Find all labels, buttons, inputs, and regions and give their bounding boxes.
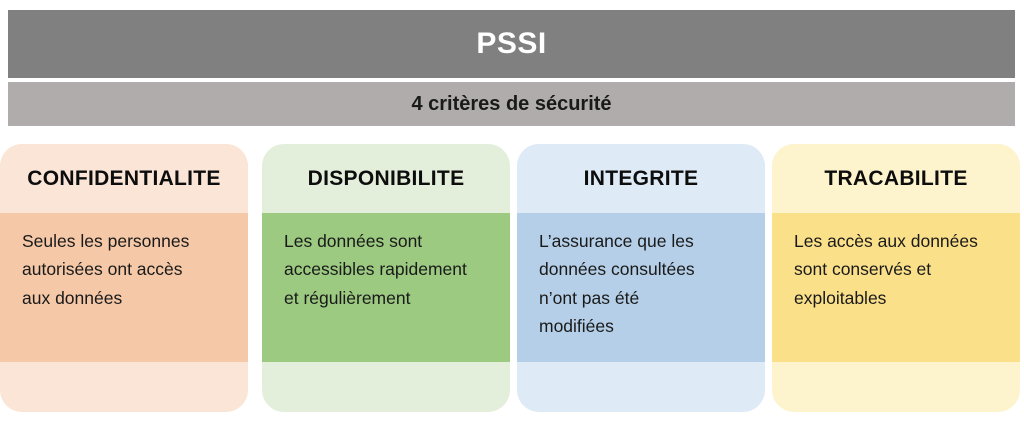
page-title: PSSI (476, 27, 547, 60)
criteria-card-row: CONFIDENTIALITE Seules les personnes aut… (0, 144, 1024, 412)
criteria-body-band: Seules les personnes autorisées ont accè… (0, 213, 248, 362)
page-subtitle: 4 critères de sécurité (411, 93, 612, 115)
criteria-body-band: Les données sont accessibles rapidement … (262, 213, 510, 362)
criteria-title: TRACABILITE (824, 166, 968, 190)
pssi-title-bar: PSSI (8, 10, 1015, 78)
criteria-card-disponibilite: DISPONIBILITE Les données sont accessibl… (262, 144, 510, 412)
criteria-title: INTEGRITE (583, 166, 699, 190)
criteria-card-tracabilite: TRACABILITE Les accès aux données sont c… (772, 144, 1020, 412)
criteria-card-confidentialite: CONFIDENTIALITE Seules les personnes aut… (0, 144, 248, 412)
criteria-card-integrite: INTEGRITE L’assurance que les données co… (517, 144, 765, 412)
criteria-body-text: Seules les personnes autorisées ont accè… (22, 231, 190, 308)
criteria-title: DISPONIBILITE (307, 166, 465, 190)
criteria-title: CONFIDENTIALITE (27, 166, 221, 190)
criteria-body-text: L’assurance que les données consultées n… (539, 231, 695, 337)
criteria-body-text: Les accès aux données sont conservés et … (794, 231, 978, 308)
criteria-body-band: L’assurance que les données consultées n… (517, 213, 765, 362)
pssi-subtitle-bar: 4 critères de sécurité (8, 82, 1015, 126)
criteria-body-band: Les accès aux données sont conservés et … (772, 213, 1020, 362)
criteria-body-text: Les données sont accessibles rapidement … (284, 231, 467, 308)
